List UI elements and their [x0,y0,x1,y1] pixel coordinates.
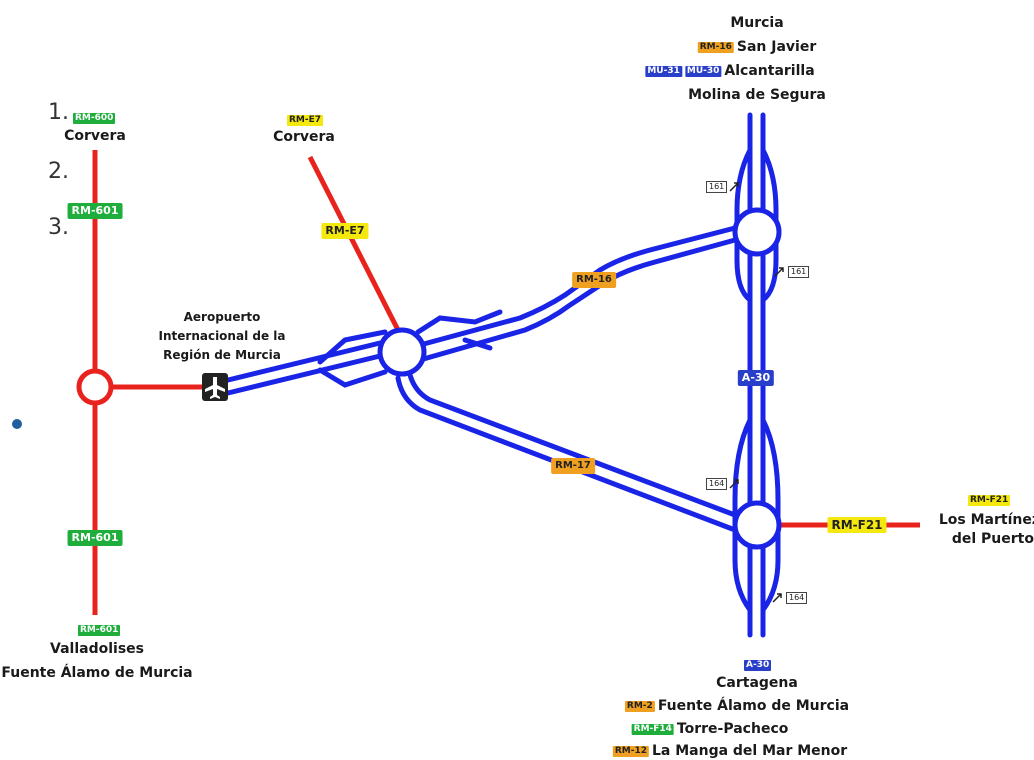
number-3: 3. [48,215,69,240]
north-line-3: Molina de Segura [688,87,826,103]
north-title: Murcia [730,15,784,31]
rm-f14-badge: RM-F14 [631,723,674,735]
rm-600-badge: RM-600 [73,113,116,124]
west-top-badge-wrap: RM-600 [73,108,118,127]
a-30-south-badge: A-30 [744,660,772,671]
rm-601-bottom-badge: RM-601 [78,625,121,636]
north-roundabout [732,207,782,257]
west-roundabout [76,368,114,406]
north-line-1-text: San Javier [736,39,817,55]
south-title: Cartagena [716,675,798,691]
east-line-2: del Puerto [951,531,1034,547]
rm-16-motorway [415,225,738,363]
north-line-2-text: Alcantarilla [724,63,815,79]
mu-31-badge: MU-31 [645,65,682,77]
rm-601-route-badge-upper: RM-601 [67,203,123,219]
e7-top-destination: Corvera [273,129,335,145]
rm-17-route-badge: RM-17 [551,458,595,474]
airport-motorway [225,329,388,396]
east-line-1: Los Martínez [938,512,1034,528]
south-line-1-text: Fuente Álamo de Murcia [657,698,850,714]
exit-164-south-left: 164 [706,478,728,490]
airport-label-line-2: Internacional de la [158,329,286,343]
south-a30-badge-wrap: A-30 [744,655,774,674]
exit-164-south-right: 164 [786,592,808,604]
location-dot [12,419,22,429]
west-bottom-line-2: Fuente Álamo de Murcia [1,665,193,681]
rm-16-route-badge: RM-16 [572,272,616,288]
rm-601-route-badge-lower: RM-601 [67,530,123,546]
south-line-3-text: La Manga del Mar Menor [651,743,848,759]
rm-16-north-badge: RM-16 [697,41,734,53]
rm-2-badge: RM-2 [624,700,655,712]
number-1: 1. [48,100,69,125]
airport-label-line-3: Región de Murcia [163,348,281,362]
rm-e7-route-badge: RM-E7 [321,223,369,239]
exit-161-north-right: 161 [788,266,810,278]
rm-e7-top-badge: RM-E7 [287,115,324,126]
mu-30-badge: MU-30 [684,65,722,77]
west-bottom-line-1: Valladolises [50,641,144,657]
rm-e7-road [307,155,401,332]
south-line-2-text: Torre-Pacheco [676,721,789,737]
rm-f21-dest-badge: RM-F21 [968,495,1011,506]
west-bottom-badge-wrap: RM-601 [78,620,123,639]
rm-12-badge: RM-12 [612,745,649,757]
number-2: 2. [48,159,69,184]
west-top-destination: Corvera [64,128,126,144]
rm-601-road [92,150,205,615]
exit-arrow-icons [729,182,784,603]
south-roundabout [732,500,782,550]
rm-17-motorway [395,372,738,533]
airport-icon [202,373,228,401]
e7-top-badge-wrap: RM-E7 [287,110,326,129]
rm-f21-route-badge: RM-F21 [827,517,887,533]
a-30-route-badge: A-30 [737,370,775,386]
airport-label-line-1: Aeropuerto [183,310,261,324]
central-roundabout [377,327,427,377]
exit-161-north-left: 161 [706,181,728,193]
east-badge-wrap: RM-F21 [968,490,1013,509]
